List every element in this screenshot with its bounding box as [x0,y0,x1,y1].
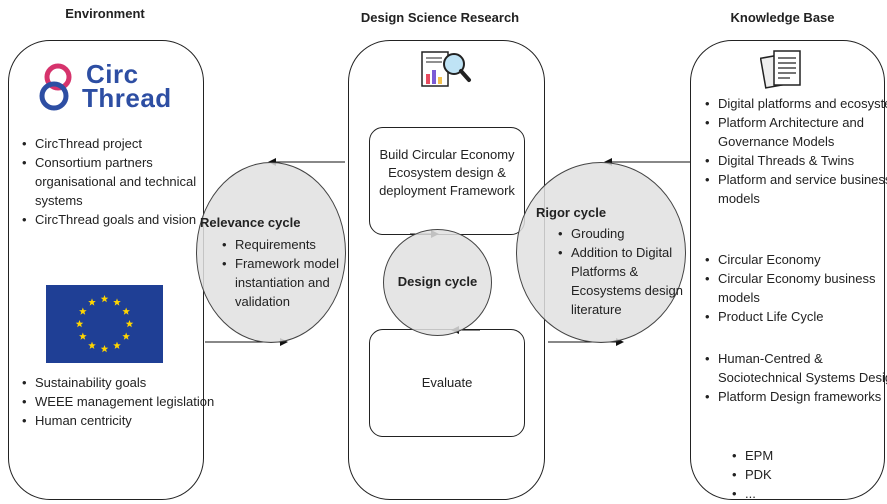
list-item: Consortium partners organisational and t… [22,153,215,210]
kb-title: Knowledge Base [730,10,835,25]
logo-text-line1: Circ [86,59,139,89]
environment-list-bottom: Sustainability goals WEEE management leg… [15,373,215,430]
eu-star [75,320,84,328]
eu-star [79,307,87,315]
design-cycle-circle [383,229,492,336]
rigor-list: Grouding Addition to Digital Platforms &… [551,224,711,319]
kb-list-3: Human-Centred & Sociotechnical Systems D… [698,349,887,406]
eu-flag-icon [46,285,163,363]
environment-title: Environment [65,6,145,21]
environment-list-top: CircThread project Consortium partners o… [15,134,215,229]
list-item: PDK [732,465,865,484]
list-item: ... [732,484,865,503]
eu-star [88,298,96,306]
list-item: Grouding [558,224,711,243]
rigor-cycle-title: Rigor cycle [536,205,607,220]
list-item: Platform Architecture and Governance Mod… [705,113,887,151]
logo-rings-icon [39,63,72,111]
list-item: WEEE management legislation [22,392,215,411]
list-item: Framework model instantiation and valida… [222,254,370,311]
logo-text-line2: Thread [82,83,172,113]
list-item: Digital platforms and ecosystem [705,94,887,113]
analytics-magnifier-icon [420,50,472,90]
list-item: Digital Threads & Twins [705,151,887,170]
list-item: Requirements [222,235,370,254]
dsr-title: Design Science Research [360,10,520,25]
documents-icon [759,48,804,90]
kb-list-1: Digital platforms and ecosystem Platform… [698,94,887,208]
eu-star [122,307,130,315]
list-item: Platform Design frameworks [705,387,887,406]
list-item: CircThread goals and vision [22,210,215,229]
list-item: Human-Centred & Sociotechnical Systems D… [705,349,887,387]
eu-star [88,341,96,349]
list-item: Human centricity [22,411,215,430]
list-item: CircThread project [22,134,215,153]
list-item: EPM [732,446,865,465]
eu-star [113,298,121,306]
kb-list-2: Circular Economy Circular Economy busine… [698,250,887,326]
kb-sublist: EPM PDK ... [725,446,865,503]
relevance-cycle-title: Relevance cycle [200,215,301,230]
design-cycle-title: Design cycle [397,274,478,289]
eu-star [100,295,109,303]
list-item: Sustainability goals [22,373,215,392]
list-item: Addition to Digital Platforms & Ecosyste… [558,243,711,319]
list-item: Platform and service business models [705,170,887,208]
eu-star [79,332,87,340]
circthread-logo: Circ Thread [36,59,196,113]
evaluate-box: Evaluate [369,329,525,437]
eu-star [100,345,109,353]
eu-star [113,341,121,349]
eu-star [125,320,134,328]
eu-star [122,332,130,340]
relevance-list: Requirements Framework model instantiati… [215,235,370,311]
